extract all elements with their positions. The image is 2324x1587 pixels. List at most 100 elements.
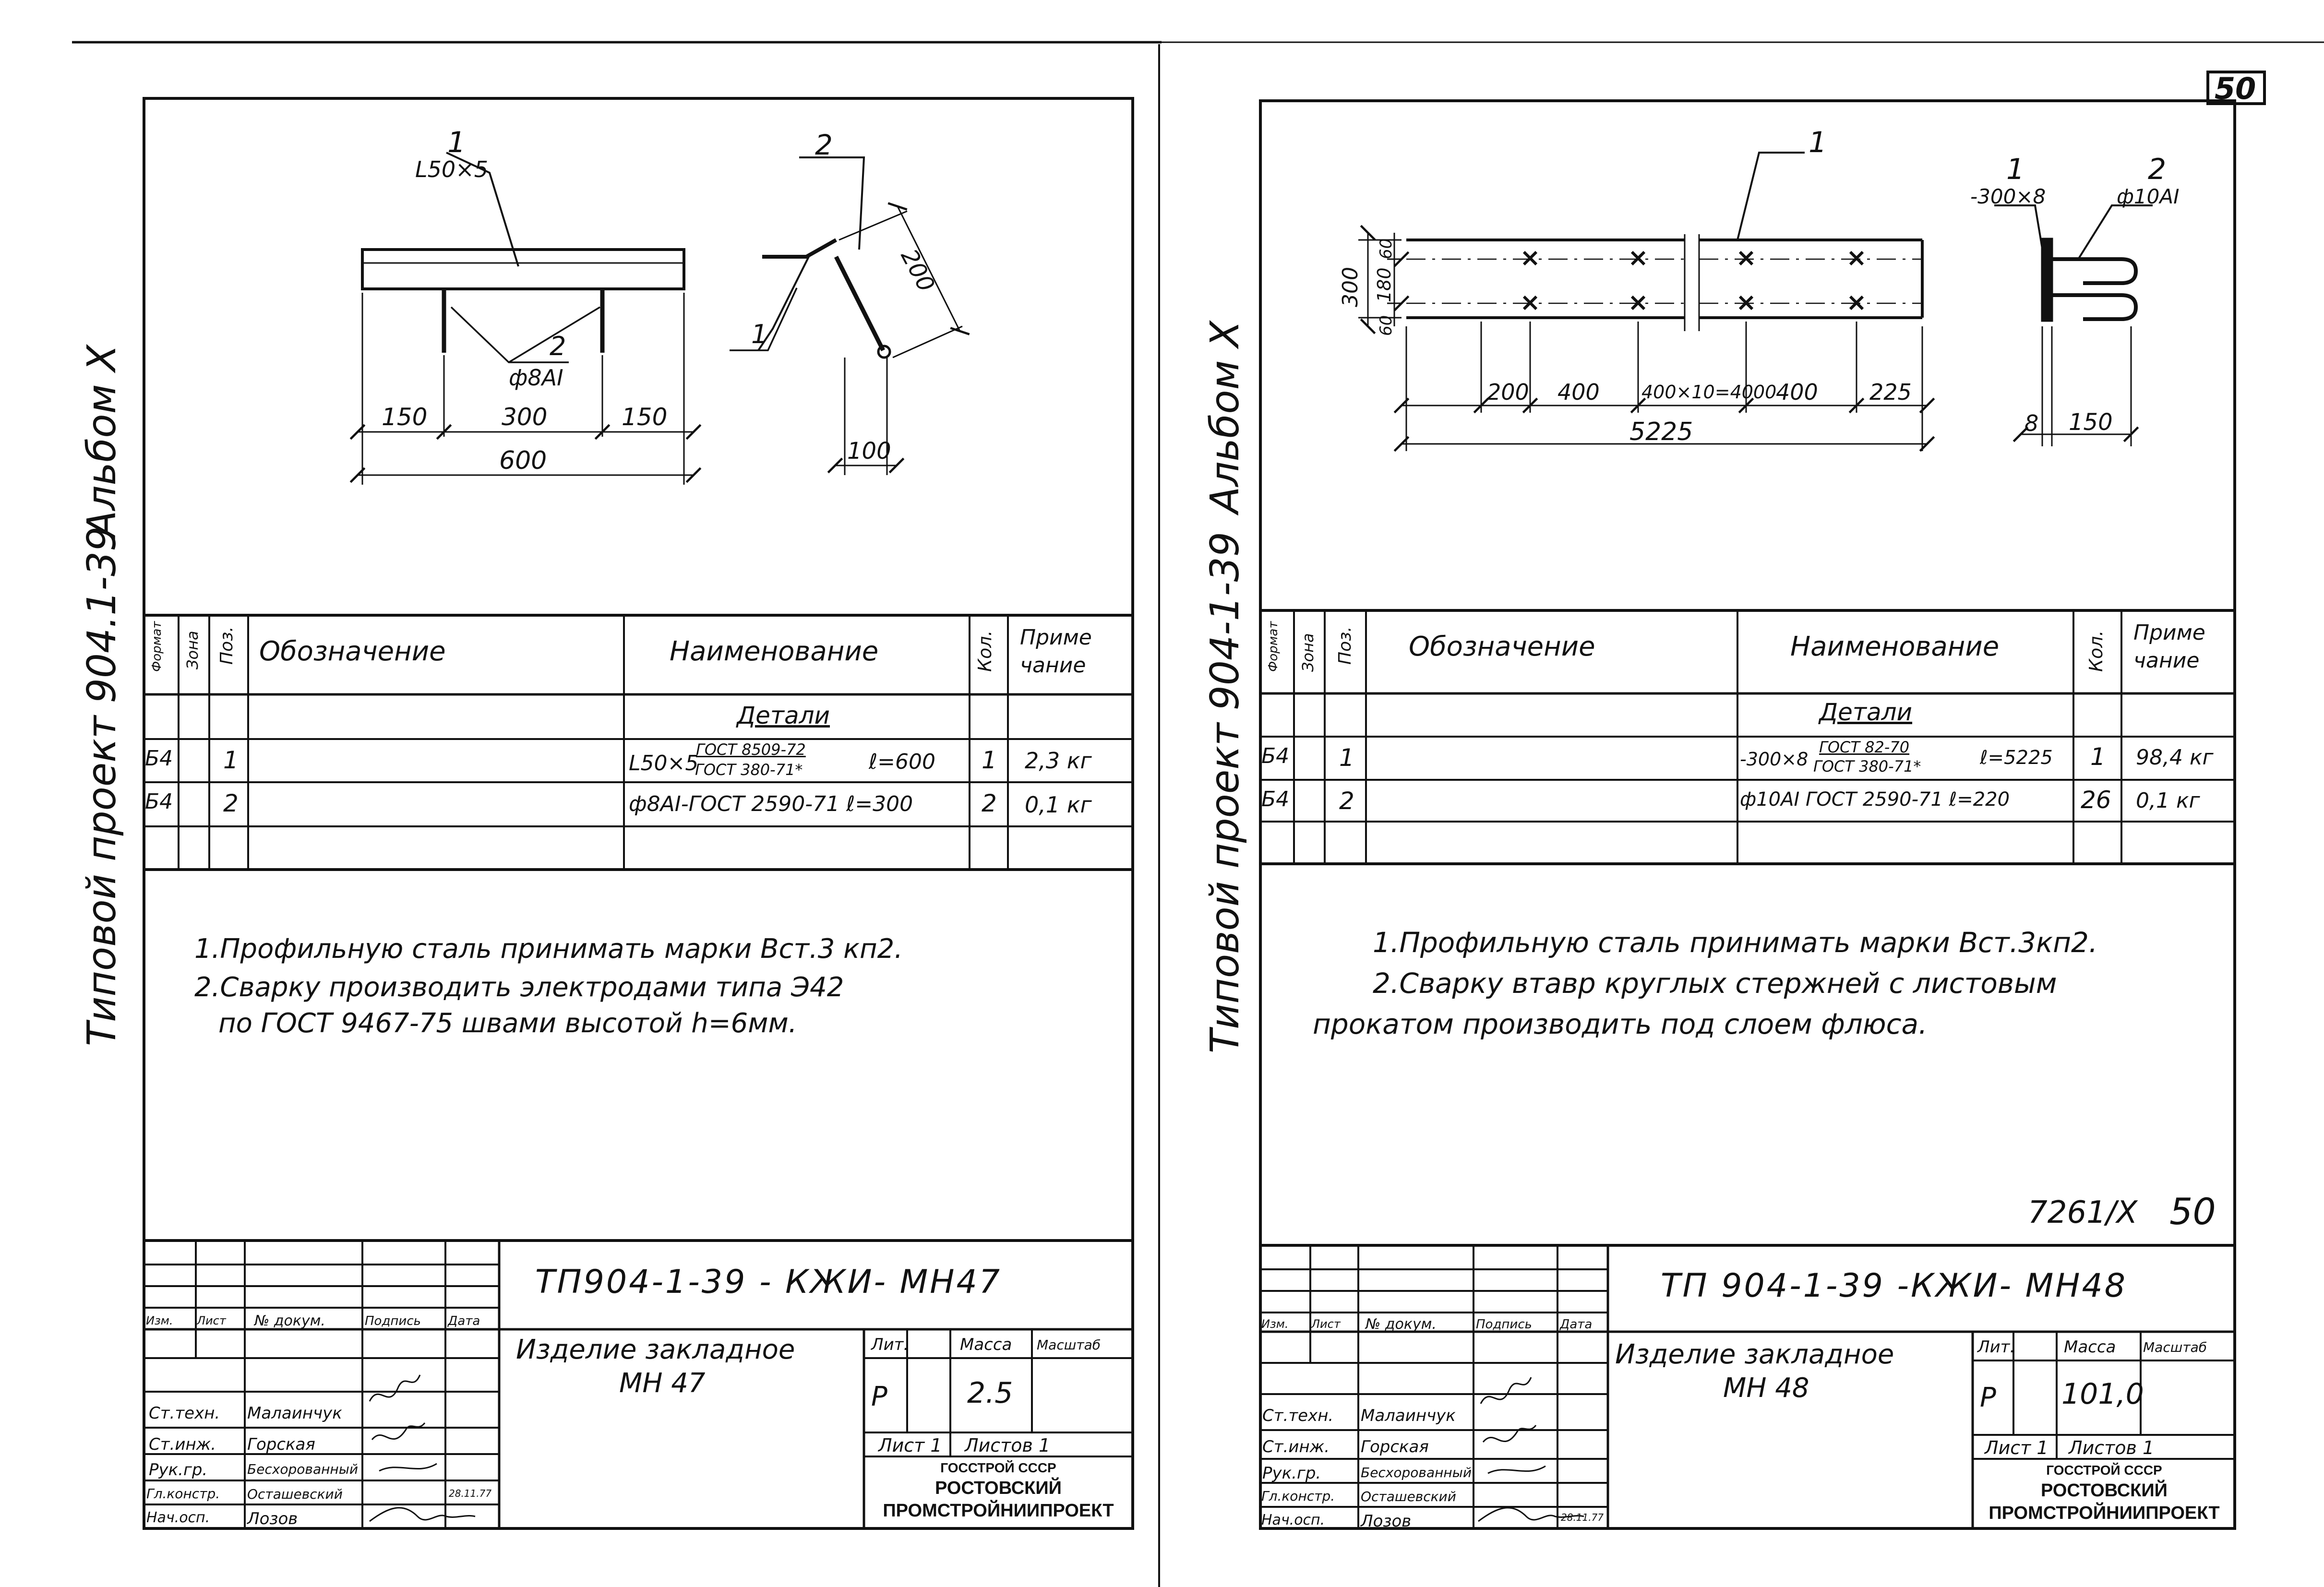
right-stamp-role-2: Ст.инж. [1262, 1437, 1330, 1456]
left-stamp-hdr-lit: Лит. [871, 1335, 909, 1354]
right-stamp-role-5: Нач.осп. [1261, 1512, 1325, 1528]
mn48-side-view [1994, 204, 2153, 446]
right-col-pos: Поз. [1335, 626, 1355, 665]
left-stamp-name-2: Горская [247, 1435, 315, 1454]
page-number: 50 [2215, 71, 2256, 106]
left-stamp-title-1: Изделие закладное [516, 1334, 795, 1365]
right-col-zone: Зона [1299, 633, 1317, 672]
signature-scribbles [369, 1374, 1584, 1522]
mn47-pos2-rod: ф8АI [509, 365, 563, 391]
left-col-qty: Кол. [974, 630, 995, 672]
right-stamp-hdr-lit: Лит. [1977, 1337, 2015, 1357]
right-row1-name-tail: ℓ=5225 [1980, 747, 2053, 769]
left-note-1: 1.Профильную сталь принимать марки Вст.3… [194, 933, 903, 965]
right-stamp-hdr-list: Лист [1311, 1317, 1341, 1331]
left-row1-pos: 1 [223, 746, 239, 774]
mn48-pos1-label: 1 [1809, 126, 1827, 159]
left-stamp-role-1: Ст.техн. [149, 1404, 220, 1423]
right-stamp-hdr-mass: Масса [2064, 1337, 2116, 1357]
right-title-block-grid [1260, 1244, 2235, 1528]
left-spec-table-grid [144, 614, 1133, 871]
left-row2-format: Б4 [145, 789, 173, 814]
right-album-page: 50 [2169, 1190, 2216, 1233]
right-row1-qty: 1 [2090, 743, 2106, 771]
mn47-dim-right: 150 [622, 403, 668, 431]
right-stamp-name-3: Бесхорованный [1361, 1465, 1472, 1480]
left-stamp-org-3: ПРОМСТРОЙНИИПРОЕКТ [883, 1501, 1114, 1521]
right-stamp-org-3: ПРОМСТРОЙНИИПРОЕКТ [1989, 1503, 2220, 1523]
right-col-name: Наименование [1790, 631, 2000, 662]
left-stamp-hdr-mass: Масса [960, 1335, 1012, 1354]
right-stamp-role-1: Ст.техн. [1262, 1406, 1334, 1425]
right-row2-name: ф10АI ГОСТ 2590-71 ℓ=220 [1740, 788, 2010, 811]
mn47-pos1-label: 1 [447, 126, 466, 159]
right-stamp-name-2: Горская [1361, 1437, 1429, 1456]
mn47-side-pos1: 1 [751, 319, 768, 349]
right-side-album-caption: Альбом X [1202, 321, 1248, 513]
right-row1-name-bottom: ГОСТ 380-71* [1813, 757, 1921, 776]
left-col-pos: Поз. [217, 626, 237, 665]
mn48-dim-400a: 400 [1557, 379, 1600, 405]
left-col-name: Наименование [670, 636, 879, 667]
left-stamp-name-3: Бесхорованный [247, 1461, 359, 1477]
left-stamp-mass: 2.5 [967, 1376, 1013, 1410]
left-side-album-caption: Альбом X [79, 345, 125, 537]
right-row1-note: 98,4 кг [2136, 745, 2214, 770]
mn47-pos2-label: 2 [550, 331, 566, 361]
right-stamp-hdr-doc: № докум. [1366, 1316, 1437, 1333]
mn48-side-pos2-label: 2 [2148, 153, 2167, 186]
mn47-side-dim-bottom: 100 [847, 438, 891, 465]
right-stamp-title-1: Изделие закладное [1615, 1339, 1894, 1370]
mn48-height-60b: 60 [1377, 315, 1396, 336]
right-stamp-role-4: Гл.констр. [1261, 1488, 1335, 1504]
right-album-ref: 7261/X [2028, 1195, 2138, 1230]
right-row2-pos: 2 [1339, 787, 1354, 815]
right-col-format: Формат [1266, 621, 1281, 672]
right-stamp-date: 28.11.77 [1561, 1512, 1604, 1523]
left-col-note: Приме чание [1020, 625, 1092, 678]
right-stamp-title-2: МН 48 [1723, 1372, 1809, 1404]
left-title-block-grid [144, 1239, 1133, 1528]
left-sheet-frame [143, 97, 1134, 1530]
mn48-side-pos1-label: 1 [2006, 153, 2025, 186]
left-row1-format: Б4 [145, 746, 173, 771]
mn47-dim-mid: 300 [502, 403, 548, 431]
left-stamp-name-4: Осташевский [247, 1486, 343, 1502]
mn48-side-pos1-plate: -300×8 [1970, 185, 2046, 208]
left-stamp-org-1: ГОССТРОЙ СССР [940, 1460, 1056, 1475]
right-note-2: 2.Сварку втавр круглых стержней с листов… [1373, 967, 2057, 1000]
left-section-details: Детали [737, 702, 830, 729]
right-row2-qty: 26 [2081, 786, 2111, 814]
mn47-pos1-profile: L50×5 [415, 156, 488, 182]
left-note-3: по ГОСТ 9467-75 швами высотой h=6мм. [218, 1008, 797, 1039]
right-col-note: Приме чание [2133, 620, 2205, 673]
left-stamp-code: ТП904-1-39 - КЖИ- МН47 [535, 1263, 1002, 1301]
left-stamp-org-2: РОСТОВСКИЙ [935, 1478, 1062, 1498]
right-col-designation: Обозначение [1409, 631, 1595, 662]
mn48-side-dim-150: 150 [2069, 409, 2113, 436]
left-row2-qty: 2 [982, 789, 997, 817]
left-side-project-caption: Типовой проект 904.1-39 [79, 526, 125, 1046]
right-stamp-code: ТП 904-1-39 -КЖИ- МН48 [1661, 1267, 2127, 1305]
mn48-dim-225: 225 [1869, 379, 1912, 405]
left-stamp-hdr-sign: Подпись [365, 1314, 421, 1328]
right-spec-table-grid [1260, 609, 2235, 865]
left-stamp-hdr-list: Лист [197, 1314, 226, 1327]
left-stamp-name-1: Малаинчук [247, 1404, 342, 1423]
mn48-height-300: 300 [1338, 267, 1363, 307]
right-section-details: Детали [1819, 698, 1913, 726]
right-stamp-sheet: Лист 1 [1985, 1437, 2048, 1458]
left-stamp-role-5: Нач.осп. [146, 1509, 210, 1526]
right-side-project-caption: Типовой проект 904-1-39 [1202, 532, 1248, 1053]
left-row1-name-top: ГОСТ 8509-72 [696, 740, 806, 759]
mn47-dim-total: 600 [499, 446, 547, 475]
right-row1-name-main: -300×8 [1740, 749, 1809, 770]
right-row2-note: 0,1 кг [2136, 788, 2200, 813]
left-stamp-title-2: МН 47 [619, 1368, 706, 1399]
left-stamp-role-2: Ст.инж. [149, 1435, 216, 1454]
mn48-dim-total: 5225 [1629, 418, 1693, 446]
mn48-dim-400b: 400 [1776, 379, 1818, 405]
left-stamp-sheet: Лист 1 [878, 1435, 942, 1456]
mn48-side-pos2-rod: ф10АI [2117, 185, 2180, 208]
